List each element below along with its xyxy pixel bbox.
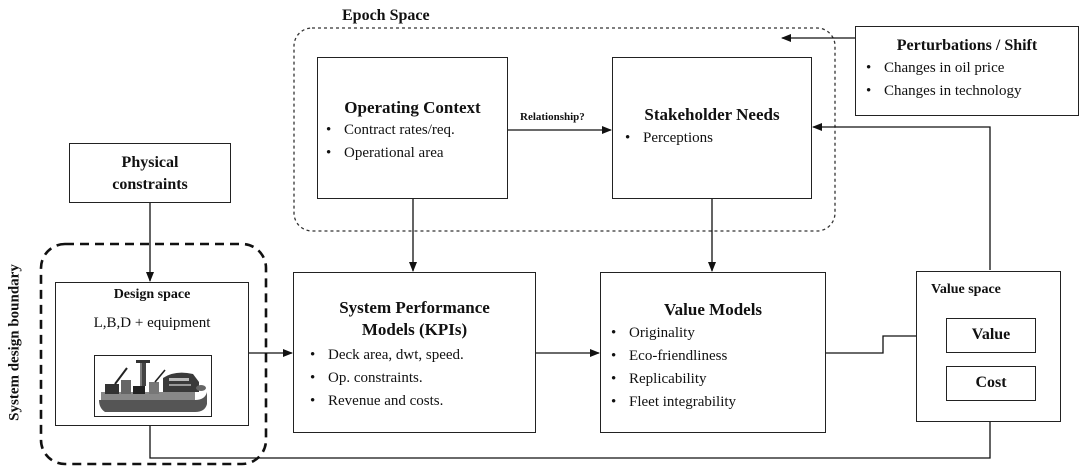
- value-box: Value: [946, 318, 1036, 353]
- perturbations-list: Changes in oil price Changes in technolo…: [862, 57, 1078, 103]
- design-space-box: Design space L,B,D + equipment: [55, 282, 249, 426]
- operating-context-list: Contract rates/req. Operational area: [322, 119, 507, 165]
- list-item: Deck area, dwt, speed.: [306, 344, 535, 367]
- epoch-space-boundary: [293, 27, 836, 232]
- design-space-subtitle: L,B,D + equipment: [93, 315, 211, 331]
- list-item: Contract rates/req.: [322, 119, 507, 142]
- value-models-list: Originality Eco-friendliness Replicabili…: [607, 322, 825, 414]
- perturbations-box: Perturbations / Shift Changes in oil pri…: [855, 26, 1079, 116]
- list-item: Changes in oil price: [862, 57, 1078, 80]
- value-models-box: Value Models Originality Eco-friendlines…: [600, 272, 826, 433]
- epoch-space-label: Epoch Space: [342, 7, 430, 24]
- design-space-title: Design space: [113, 287, 191, 302]
- value-models-title: Value Models: [663, 300, 763, 319]
- operating-context-title: Operating Context: [344, 98, 481, 117]
- physical-constraints-title: Physical constraints: [112, 154, 188, 193]
- system-performance-title: System Performance Models (KPIs): [339, 298, 490, 339]
- list-item: Replicability: [607, 368, 825, 391]
- list-item: Fleet integrability: [607, 391, 825, 414]
- stakeholder-needs-title: Stakeholder Needs: [644, 105, 780, 124]
- ship-illustration: [94, 355, 212, 417]
- arrow-design-to-cost: [149, 401, 994, 459]
- cost-box: Cost: [946, 366, 1036, 401]
- system-boundary-label: System design boundary: [6, 264, 23, 421]
- list-item: Revenue and costs.: [306, 390, 535, 413]
- arrow-value-space-to-stakeholder: [812, 123, 991, 270]
- operating-context-box: Operating Context Contract rates/req. Op…: [317, 57, 508, 199]
- arrow-value-models-to-value: [826, 332, 946, 354]
- stakeholder-needs-box: Stakeholder Needs Perceptions: [612, 57, 812, 199]
- system-performance-list: Deck area, dwt, speed. Op. constraints. …: [306, 344, 535, 413]
- list-item: Perceptions: [621, 127, 811, 150]
- list-item: Changes in technology: [862, 80, 1078, 103]
- stakeholder-needs-list: Perceptions: [621, 127, 811, 150]
- physical-constraints-box: Physical constraints: [69, 143, 231, 203]
- list-item: Op. constraints.: [306, 367, 535, 390]
- value-space-title: Value space: [931, 282, 1001, 297]
- list-item: Originality: [607, 322, 825, 345]
- perturbations-title: Perturbations / Shift: [896, 37, 1038, 54]
- relationship-label: Relationship?: [520, 111, 585, 123]
- list-item: Eco-friendliness: [607, 345, 825, 368]
- offshore-vessel-icon: [99, 360, 207, 412]
- system-performance-box: System Performance Models (KPIs) Deck ar…: [293, 272, 536, 433]
- system-design-boundary: [39, 242, 268, 466]
- list-item: Operational area: [322, 142, 507, 165]
